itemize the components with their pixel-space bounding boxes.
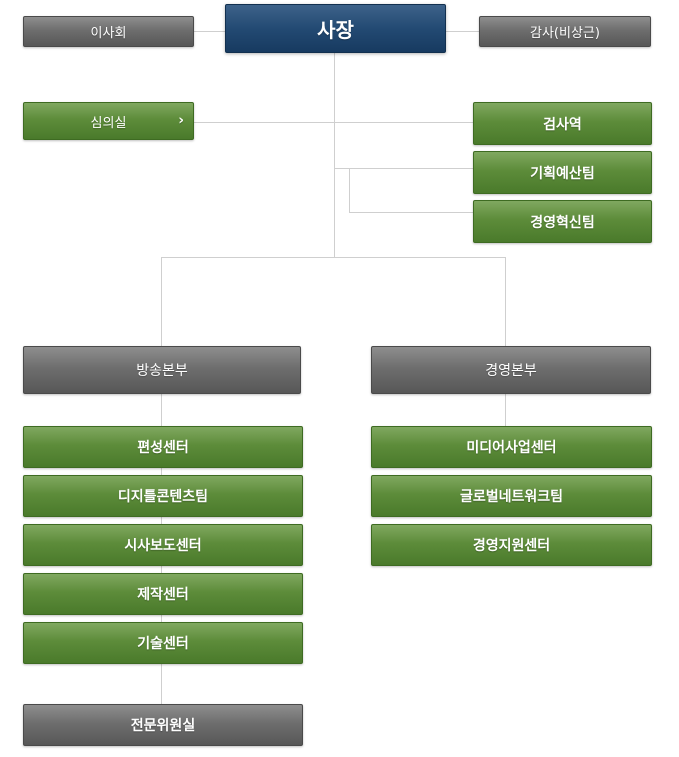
ceo-box[interactable]: 사장	[225, 4, 446, 53]
board-box[interactable]: 이사회	[23, 16, 194, 47]
management-unit-box[interactable]: 미디어사업센터	[371, 426, 652, 468]
connector-planning-horizontal	[334, 168, 473, 169]
ceo-label: 사장	[317, 18, 354, 42]
unit-label: 제작센터	[137, 587, 189, 603]
connector-division-horizontal	[161, 257, 505, 258]
unit-label: 경영지원센터	[472, 538, 551, 554]
board-label: 이사회	[90, 26, 127, 41]
management-division-box[interactable]: 경영본부	[371, 346, 651, 394]
inspector-label: 검사역	[543, 116, 582, 133]
management-division-label: 경영본부	[485, 363, 537, 379]
unit-label: 글로벌네트워크팀	[459, 489, 564, 505]
planning-budget-team-label: 기획예산팀	[530, 165, 595, 182]
unit-label: 기술센터	[137, 636, 189, 652]
connector-broadcast-vertical	[161, 257, 162, 346]
connector-management-vertical	[505, 257, 506, 346]
inspector-box[interactable]: 검사역	[473, 102, 652, 145]
connector-board-ceo	[194, 31, 225, 32]
unit-label: 디지틀콘텐츠팀	[117, 489, 209, 505]
unit-label: 편성센터	[137, 440, 189, 456]
connector-ceo-auditor	[446, 31, 479, 32]
broadcast-unit-box[interactable]: 시사보도센터	[23, 524, 303, 566]
deliberation-office-box[interactable]: 심의실 ›	[23, 102, 194, 140]
connector-innovation-vertical	[349, 168, 350, 213]
connector-main-vertical	[334, 53, 335, 258]
management-innovation-team-box[interactable]: 경영혁신팀	[473, 200, 652, 243]
unit-label: 시사보도센터	[124, 538, 202, 554]
planning-budget-team-box[interactable]: 기획예산팀	[473, 151, 652, 194]
connector-innovation-horizontal	[349, 212, 473, 213]
auditor-box[interactable]: 감사(비상근)	[479, 16, 651, 47]
broadcast-unit-box[interactable]: 편성센터	[23, 426, 303, 468]
auditor-label: 감사(비상근)	[530, 26, 600, 41]
connector-management-units	[505, 394, 506, 426]
connector-staff-horizontal	[194, 122, 473, 123]
management-unit-box[interactable]: 경영지원센터	[371, 524, 652, 566]
broadcast-unit-box[interactable]: 제작센터	[23, 573, 303, 615]
chevron-right-icon: ›	[178, 112, 184, 129]
broadcast-division-label: 방송본부	[136, 363, 188, 379]
broadcast-unit-box[interactable]: 기술센터	[23, 622, 303, 664]
deliberation-office-label: 심의실	[90, 115, 127, 131]
expert-committee-label: 전문위원실	[130, 718, 196, 734]
expert-committee-box[interactable]: 전문위원실	[23, 704, 303, 746]
unit-label: 미디어사업센터	[466, 440, 557, 456]
broadcast-division-box[interactable]: 방송본부	[23, 346, 301, 394]
management-innovation-team-label: 경영혁신팀	[530, 214, 595, 231]
management-unit-box[interactable]: 글로벌네트워크팀	[371, 475, 652, 517]
broadcast-unit-box[interactable]: 디지틀콘텐츠팀	[23, 475, 303, 517]
